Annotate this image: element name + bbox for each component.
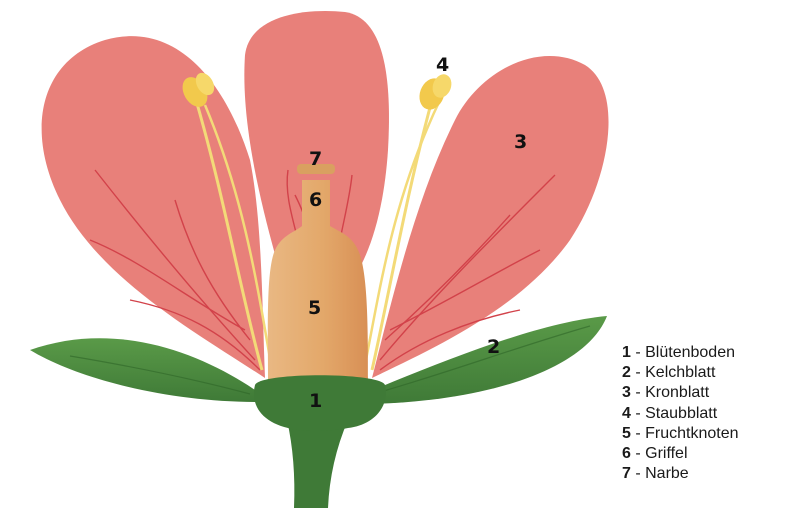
legend-item: 2 - Kelchblatt <box>622 363 787 383</box>
legend-separator: - <box>631 344 645 361</box>
legend-item: 3 - Kronblatt <box>622 383 787 403</box>
legend-separator: - <box>631 405 645 422</box>
legend-number: 2 <box>622 364 631 381</box>
legend-label: Staubblatt <box>645 405 717 422</box>
diagram-number-7: 7 <box>309 148 322 170</box>
legend-number: 3 <box>622 384 631 401</box>
legend-separator: - <box>631 465 645 482</box>
legend-label: Kelchblatt <box>645 364 715 381</box>
legend-item: 4 - Staubblatt <box>622 404 787 424</box>
legend-label: Fruchtknoten <box>645 425 738 442</box>
legend-separator: - <box>631 445 645 462</box>
legend-separator: - <box>631 425 645 442</box>
legend-label: Kronblatt <box>645 384 709 401</box>
legend-number: 6 <box>622 445 631 462</box>
legend-number: 1 <box>622 344 631 361</box>
stem <box>287 420 348 508</box>
diagram-number-3: 3 <box>514 131 527 153</box>
legend-label: Narbe <box>645 465 689 482</box>
diagram-number-6: 6 <box>309 189 322 211</box>
diagram-number-1: 1 <box>309 390 322 412</box>
legend-item: 6 - Griffel <box>622 444 787 464</box>
legend-item: 7 - Narbe <box>622 464 787 484</box>
legend: 1 - Blütenboden 2 - Kelchblatt 3 - Kronb… <box>622 343 787 484</box>
diagram-number-2: 2 <box>487 336 500 358</box>
legend-separator: - <box>631 384 645 401</box>
legend-number: 7 <box>622 465 631 482</box>
diagram-number-5: 5 <box>308 297 321 319</box>
legend-label: Blütenboden <box>645 344 735 361</box>
legend-item: 5 - Fruchtknoten <box>622 424 787 444</box>
legend-separator: - <box>631 364 645 381</box>
legend-label: Griffel <box>645 445 687 462</box>
petal-left <box>42 36 265 378</box>
legend-item: 1 - Blütenboden <box>622 343 787 363</box>
legend-number: 5 <box>622 425 631 442</box>
legend-number: 4 <box>622 405 631 422</box>
diagram-number-4: 4 <box>436 54 449 76</box>
